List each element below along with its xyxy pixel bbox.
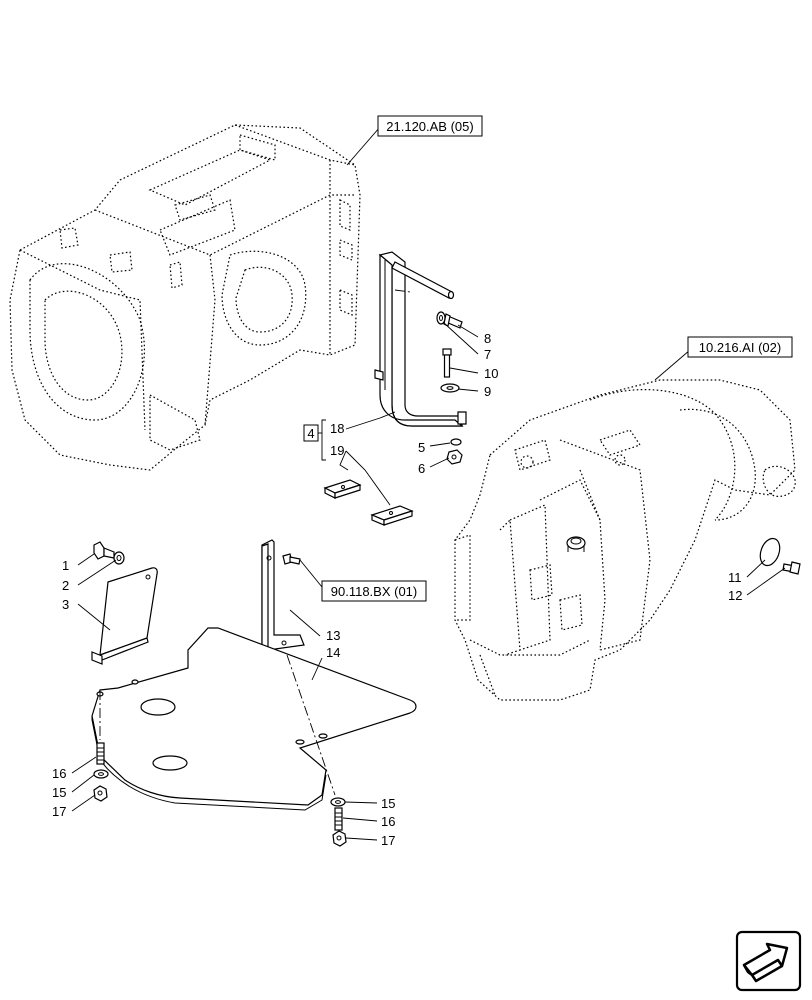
svg-text:19: 19 — [330, 443, 344, 458]
svg-text:5: 5 — [418, 440, 425, 455]
svg-text:16: 16 — [52, 766, 66, 781]
assembly-centerlines — [99, 654, 336, 796]
callouts-right: 11 12 — [728, 559, 786, 603]
nut-6 — [446, 449, 463, 465]
washer-15-right — [330, 797, 346, 807]
reference-fuel-tank[interactable]: 10.216.AI (02) — [654, 336, 793, 381]
bolt-12 — [782, 561, 801, 575]
svg-text:10: 10 — [484, 366, 498, 381]
svg-text:14: 14 — [326, 645, 340, 660]
svg-text:13: 13 — [326, 628, 340, 643]
svg-text:8: 8 — [484, 331, 491, 346]
svg-text:1: 1 — [62, 558, 69, 573]
bracket-13 — [261, 539, 305, 652]
svg-text:9: 9 — [484, 384, 491, 399]
svg-text:6: 6 — [418, 461, 425, 476]
washer-9 — [440, 383, 460, 393]
nut-17-right — [332, 830, 347, 847]
svg-text:3: 3 — [62, 597, 69, 612]
cover-disc-11 — [759, 537, 781, 567]
svg-text:17: 17 — [381, 833, 395, 848]
svg-text:15: 15 — [52, 785, 66, 800]
fuel-tank — [454, 379, 796, 701]
callouts-left-upper: 1 2 3 — [62, 553, 117, 631]
transmission-housing — [9, 124, 361, 471]
bolt-90118 — [282, 553, 301, 565]
nut-17-left — [93, 785, 108, 802]
washer-2 — [113, 551, 125, 565]
callouts-lower-left: 16 15 17 — [52, 756, 97, 819]
svg-text:10.216.AI (02): 10.216.AI (02) — [699, 340, 781, 355]
bolt-10 — [442, 348, 452, 378]
washer-5 — [450, 438, 462, 446]
svg-text:15: 15 — [381, 796, 395, 811]
svg-text:18: 18 — [330, 421, 344, 436]
svg-text:4: 4 — [307, 426, 314, 441]
svg-text:11: 11 — [728, 570, 742, 585]
callouts-lower-right: 15 16 17 — [342, 796, 395, 848]
bolt-1 — [93, 541, 115, 560]
reference-bracket[interactable]: 90.118.BX (01) — [299, 559, 427, 602]
svg-text:21.120.AB (05): 21.120.AB (05) — [386, 119, 473, 134]
svg-text:17: 17 — [52, 804, 66, 819]
plate-14 — [91, 627, 417, 811]
svg-text:2: 2 — [62, 578, 69, 593]
washer-15-left — [93, 769, 109, 779]
stud-16-left — [96, 742, 105, 765]
next-page-arrow-icon[interactable] — [735, 930, 802, 992]
svg-text:12: 12 — [728, 588, 742, 603]
kit-group-4[interactable]: 4 18 19 — [303, 411, 396, 506]
callouts-upper-right: 8 7 10 9 5 6 — [418, 322, 498, 476]
pad-19a — [323, 479, 362, 499]
svg-text:7: 7 — [484, 347, 491, 362]
stud-16-right — [334, 807, 343, 831]
pad-19b — [370, 505, 414, 526]
svg-text:16: 16 — [381, 814, 395, 829]
svg-text:90.118.BX (01): 90.118.BX (01) — [331, 584, 417, 599]
support-bracket-18 — [374, 251, 467, 427]
bracket-3 — [91, 567, 158, 665]
callout-13-14: 13 14 — [289, 609, 340, 681]
reference-transmission-housing[interactable]: 21.120.AB (05) — [346, 115, 483, 166]
